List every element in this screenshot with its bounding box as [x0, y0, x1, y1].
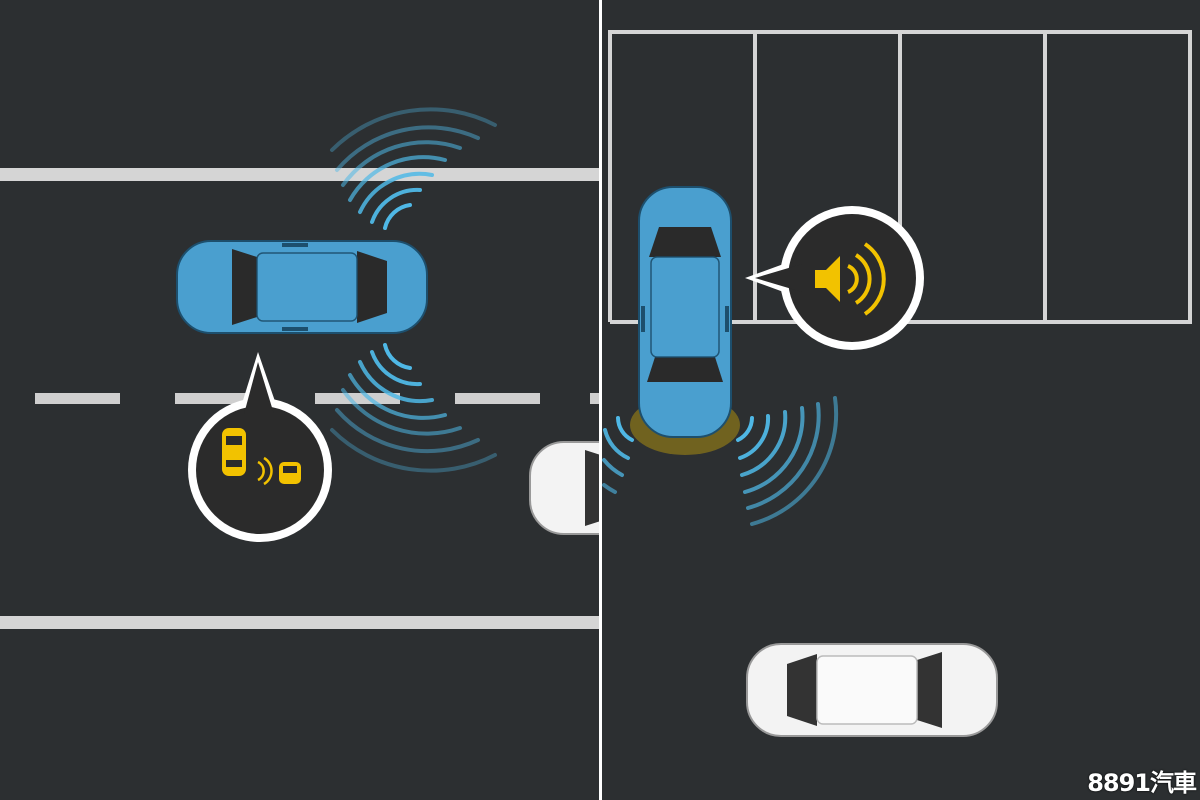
- lane-line-bottom: [0, 616, 599, 629]
- sensor-wave-icon: [602, 396, 839, 526]
- speaker-sound-icon: [815, 242, 886, 316]
- lane-line-top: [0, 168, 599, 181]
- blind-spot-warning-icon: [222, 428, 301, 486]
- sensor-wave-icon: [330, 107, 497, 473]
- watermark-logo: 8891汽車: [1087, 769, 1197, 797]
- left-panel-road: [0, 0, 781, 800]
- dashed-center-line: [35, 393, 600, 404]
- panel-divider: [599, 0, 602, 800]
- white-car: [746, 643, 998, 737]
- right-panel-parking: [602, 0, 1200, 800]
- blue-car: [176, 240, 428, 334]
- parking-alert-bubble: [745, 206, 924, 350]
- blind-spot-warning-bubble: [188, 352, 332, 542]
- blue-car-parking: [638, 186, 732, 438]
